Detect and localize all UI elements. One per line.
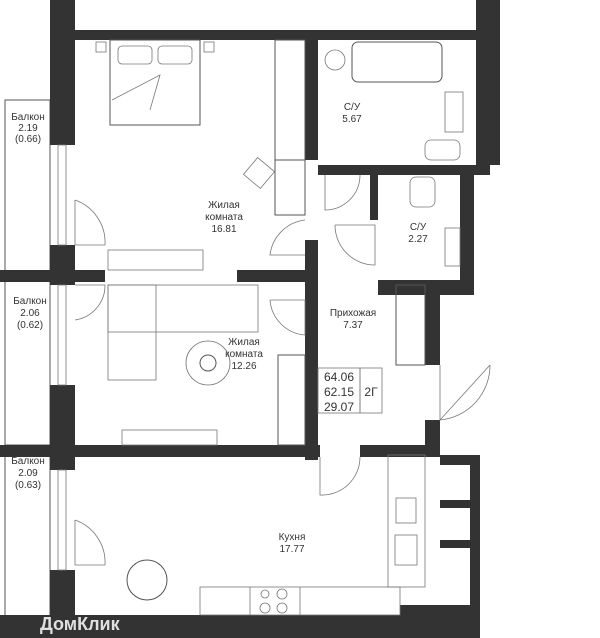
balcony-3-reduced: (0.63): [15, 480, 41, 491]
toilet-main: [424, 139, 461, 161]
door-bath-main: [324, 174, 361, 211]
living-area: 12.26: [231, 361, 256, 372]
entrance-door: [439, 364, 491, 422]
bath-small-area: 2.27: [408, 234, 428, 245]
stove-burner: [260, 589, 270, 599]
nightstand: [95, 41, 107, 53]
balcony-3-label: Балкон: [11, 456, 45, 467]
windows: [57, 144, 67, 571]
door-balcony-1: [74, 199, 106, 246]
coffee-table: [199, 354, 217, 372]
wardrobe-living: [277, 354, 306, 446]
labels: Жилая комната 16.81 Жилая комната 12.26 …: [11, 102, 428, 555]
kitchen-sink: [394, 534, 418, 566]
toilet-small: [409, 176, 436, 208]
bath-main-area: 5.67: [342, 114, 362, 125]
door-bath-small: [334, 224, 376, 266]
living-label-2: комната: [225, 349, 263, 360]
door-balcony-3: [74, 519, 106, 566]
walls: [0, 0, 500, 638]
desk: [274, 159, 306, 216]
hallway-area: 7.37: [343, 320, 363, 331]
tv-stand-living: [121, 429, 218, 446]
stove-burner: [276, 588, 288, 600]
bathtub: [351, 41, 443, 83]
balcony-1-area: 2.19: [18, 123, 38, 134]
balcony-3-area: 2.09: [18, 468, 38, 479]
total-area: 64.06: [324, 370, 354, 384]
furniture: [95, 39, 464, 616]
hallway-label: Прихожая: [330, 308, 376, 319]
living-label: Жилая: [228, 337, 260, 348]
tv-stand-bedroom: [107, 249, 204, 271]
total-area-reduced: 62.15: [324, 385, 354, 399]
watermark: ДомКлик: [40, 614, 121, 634]
nightstand: [203, 41, 215, 53]
doors: [74, 174, 491, 566]
balcony-1-reduced: (0.66): [15, 134, 41, 145]
bedroom-label: Жилая: [208, 200, 240, 211]
chair: [242, 156, 276, 190]
washing-machine: [324, 49, 346, 71]
dishwasher: [395, 497, 417, 524]
bed: [109, 39, 201, 126]
summary-box: 64.06 62.15 29.07 2Г: [317, 367, 383, 414]
sink-small: [444, 227, 461, 267]
door-bedroom: [269, 219, 306, 256]
door-balcony-2: [74, 284, 106, 321]
balcony-2-reduced: (0.62): [17, 320, 43, 331]
door-kitchen: [319, 456, 361, 496]
sink-main: [444, 91, 464, 133]
door-living: [269, 299, 306, 336]
kitchen-label: Кухня: [279, 532, 306, 543]
bedroom-area: 16.81: [211, 224, 236, 235]
sofa: [107, 284, 259, 333]
balcony-1-label: Балкон: [11, 112, 45, 123]
balcony-2-area: 2.06: [20, 308, 40, 319]
dining-table: [126, 559, 168, 601]
stove-burner: [259, 602, 271, 614]
living-area-total: 29.07: [324, 400, 354, 414]
bedroom-label-2: комната: [205, 212, 243, 223]
kitchen-counter-right: [387, 454, 426, 588]
wardrobe-bedroom: [274, 39, 306, 161]
apartment-type: 2Г: [364, 385, 378, 399]
balcony-2-label: Балкон: [13, 296, 47, 307]
bath-main-label: С/У: [344, 102, 361, 113]
wardrobe-hallway: [395, 284, 426, 366]
rug: [185, 340, 231, 386]
stove-burner: [276, 602, 288, 614]
bath-small-label: С/У: [410, 222, 427, 233]
kitchen-area: 17.77: [279, 544, 304, 555]
balconies: [4, 99, 51, 618]
